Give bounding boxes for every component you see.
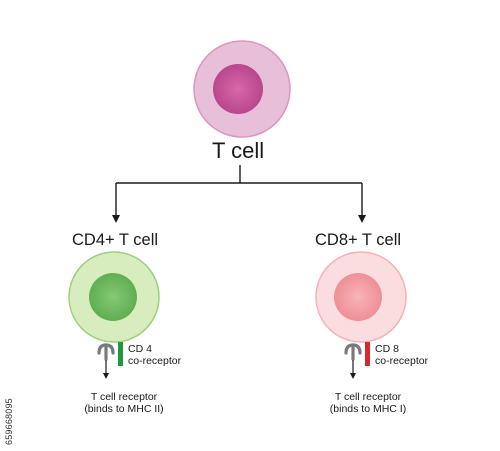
cd8-coreceptor-bar — [365, 342, 370, 366]
cd4-coreceptor-name: CD 4 — [128, 343, 152, 355]
left-arrowhead — [112, 215, 120, 223]
cd8-receptor-label: T cell receptor (binds to MHC I) — [309, 391, 427, 415]
cd4-coreceptor-label: CD 4 co-receptor — [128, 343, 181, 367]
cd4-t-cell — [68, 251, 160, 343]
cd8-coreceptor-name: CD 8 — [375, 343, 399, 355]
cd8-t-cell — [315, 251, 407, 343]
cd4-tcr-arrowhead — [103, 373, 109, 379]
cd8-cell-nucleus — [334, 273, 382, 321]
cd4-receptor-name: T cell receptor — [90, 391, 158, 403]
side-id-text: 659668095 — [4, 398, 14, 445]
tree-connectors — [115, 165, 363, 216]
cd4-cell-nucleus — [89, 273, 137, 321]
root-t-cell — [193, 40, 291, 138]
cd4-coreceptor-type: co-receptor — [128, 355, 182, 367]
root-cell-nucleus — [213, 64, 263, 114]
right-arrowhead — [358, 215, 366, 223]
cd8-coreceptor-label: CD 8 co-receptor — [375, 343, 428, 367]
cd4-tcr-receptor — [97, 343, 115, 361]
cd8-receptor-name: T cell receptor — [334, 391, 402, 403]
cd8-coreceptor-type: co-receptor — [375, 355, 429, 367]
cd4-coreceptor-bar — [118, 342, 123, 366]
cd8-tcr-arrowhead — [350, 373, 356, 379]
root-title: T cell — [212, 138, 265, 163]
cd8-tcr-receptor — [344, 343, 362, 361]
cd4-receptor-binding: (binds to MHC II) — [84, 403, 164, 415]
cd8-title: CD8+ T cell — [315, 231, 402, 249]
cd8-receptor-binding: (binds to MHC I) — [329, 403, 407, 415]
cd4-receptor-label: T cell receptor (binds to MHC II) — [62, 391, 186, 415]
cd4-title: CD4+ T cell — [72, 231, 159, 249]
